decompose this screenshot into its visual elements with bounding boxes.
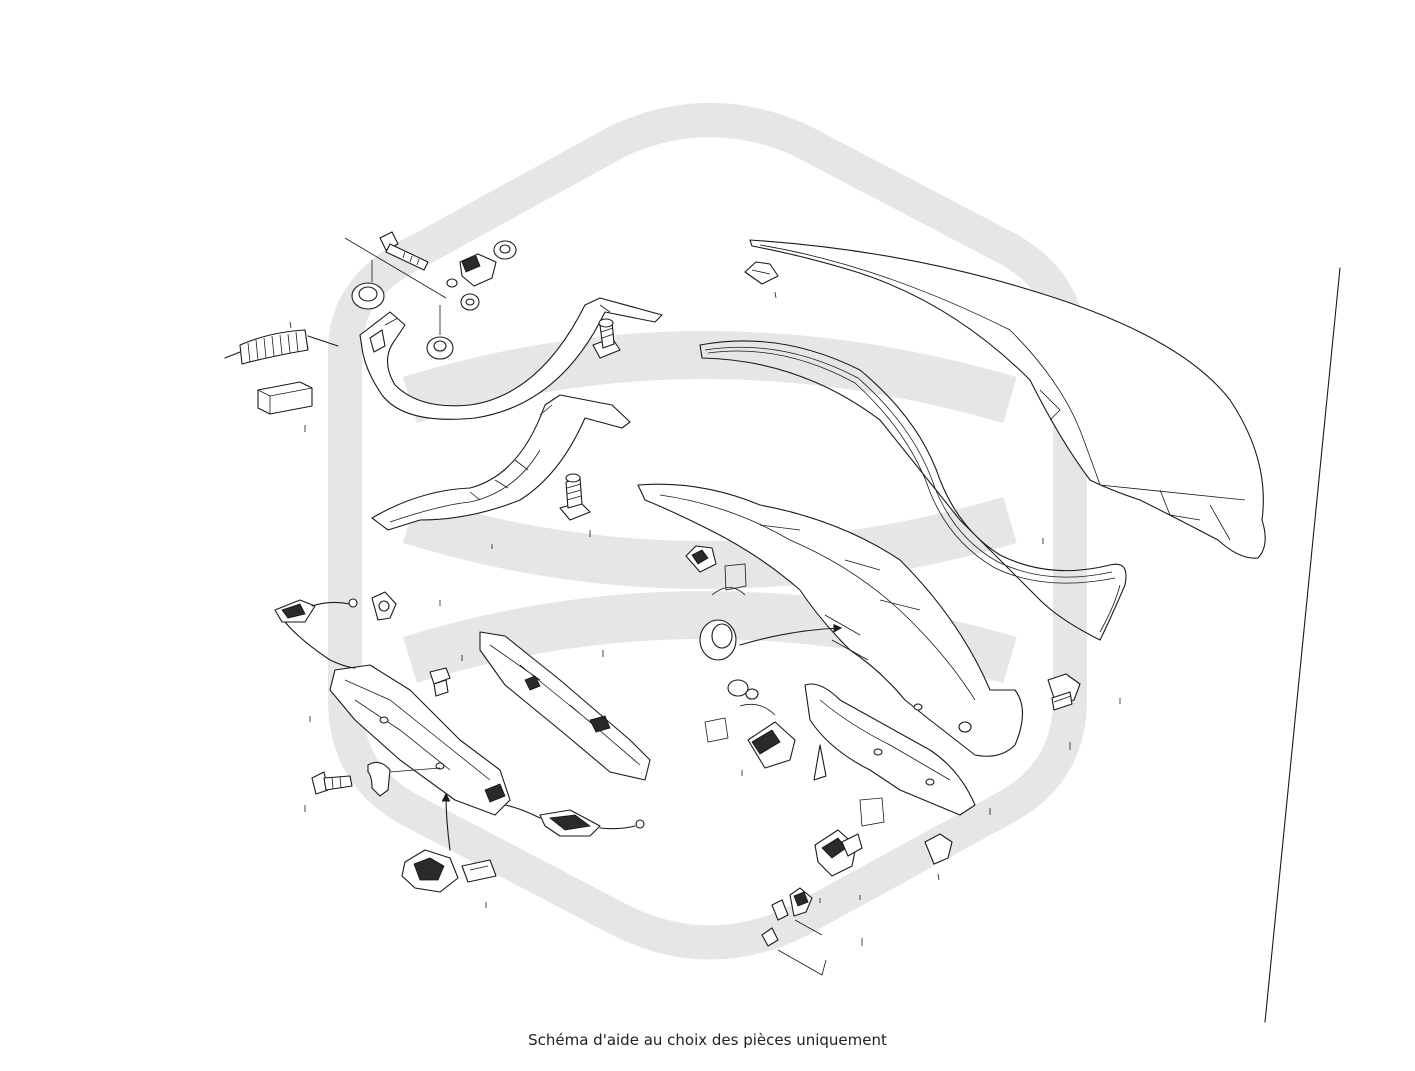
screw-clip-right (1047, 673, 1081, 711)
rubber-bump-stop (459, 253, 497, 287)
top-nut (493, 240, 517, 260)
cable-guide (371, 591, 397, 621)
release-cable (274, 598, 358, 669)
latch-bolt (304, 771, 353, 812)
tension-spring (224, 321, 339, 365)
hinge-nut (351, 282, 385, 310)
rubber-block (257, 381, 313, 432)
hinge-arm (359, 297, 663, 420)
weather-seal (699, 340, 1127, 641)
grommet (699, 619, 843, 661)
lower-cable (504, 804, 645, 837)
trim-clip-upper (685, 545, 747, 596)
inner-trim-panel (637, 483, 1024, 757)
reference-ticks (309, 538, 1121, 946)
latch-screw (429, 667, 451, 697)
bushing (426, 336, 454, 360)
lock-actuator (401, 849, 497, 893)
latch-housing (329, 664, 511, 816)
license-plate-lamp (747, 721, 796, 769)
watermark-logo (328, 103, 1087, 960)
hinge-bolt-group (344, 231, 517, 360)
lower-trim-strip (804, 683, 976, 816)
bulb-socket (761, 887, 827, 976)
tailgate-edge-line (1264, 267, 1341, 1023)
washer (460, 293, 480, 311)
panel-clip (744, 261, 779, 299)
trim-clip-lower (704, 679, 776, 743)
latch-rail-bracket (479, 631, 651, 781)
hinge-bolt (379, 231, 429, 271)
mounting-bolt-upper (592, 318, 621, 359)
tailgate-outer-panel (749, 239, 1266, 559)
lower-arm-bracket (371, 394, 631, 531)
wire-connector-right (924, 833, 953, 881)
push-pin-bolt (559, 473, 591, 537)
assembly-arrow (441, 792, 451, 851)
diagram-caption: Schéma d'aide au choix des pièces unique… (528, 1031, 887, 1049)
small-spacer (446, 278, 458, 288)
bumper-cone (813, 744, 827, 781)
striker-hook (367, 761, 441, 797)
handle-switch (814, 797, 885, 877)
